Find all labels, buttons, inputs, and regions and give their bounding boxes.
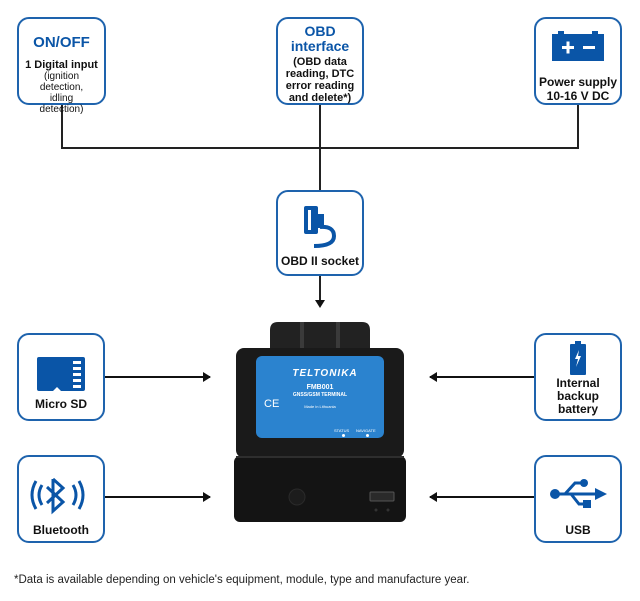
led-status-label: STATUS [334, 428, 350, 433]
connector-socket-to-device [319, 276, 321, 302]
led-status-icon [342, 434, 345, 437]
obd-interface-detail: (OBD data reading, DTC error reading and… [285, 56, 355, 104]
connector-obd-interface [319, 104, 321, 149]
led-navigate-label: NAVIGATE [356, 428, 376, 433]
obd-interface-title-2: interface [290, 38, 350, 54]
micro-sd-box: Micro SD [17, 333, 105, 421]
device-model: FMB001 [306, 384, 334, 391]
device-made-in: Made in Lithuania [304, 404, 336, 409]
device-brand: TELTONIKA [292, 368, 358, 379]
power-supply-label-1: Power supply [538, 75, 618, 89]
arrow-bluetooth-to-device [105, 492, 211, 502]
backup-battery-box: Internal backup battery [534, 333, 622, 421]
arrow-device-to-backup-battery [429, 372, 534, 382]
device-subtitle: GNSS/GSM TERMINAL [292, 392, 348, 398]
obd-socket-box: OBD II socket [276, 190, 364, 276]
obd-socket-label: OBD II socket [280, 254, 360, 268]
usb-label: USB [565, 523, 591, 537]
micro-sd-label: Micro SD [34, 397, 87, 411]
power-supply-box: Power supply 10-16 V DC [534, 17, 622, 105]
arrow-device-to-usb [429, 492, 534, 502]
led-navigate-icon [366, 434, 369, 437]
obd-interface-box: OBD interface (OBD data reading, DTC err… [276, 17, 364, 105]
battery-icon [570, 341, 586, 375]
onoff-subtitle: 1 Digital input [25, 59, 98, 71]
backup-battery-label-1: Internal [556, 376, 600, 390]
micro-sd-icon [37, 357, 85, 391]
bluetooth-icon [29, 475, 93, 515]
ce-mark: CE [264, 398, 280, 410]
usb-icon [549, 479, 607, 509]
backup-battery-label-2: backup [556, 389, 599, 403]
fmb001-device [234, 322, 406, 522]
bluetooth-label: Bluetooth [33, 523, 89, 537]
backup-battery-label-3: battery [557, 402, 598, 416]
footnote: *Data is available depending on vehicle'… [14, 574, 470, 586]
car-battery-icon [552, 31, 604, 61]
usb-box: USB [534, 455, 622, 543]
onoff-title: ON/OFF [33, 34, 90, 51]
power-supply-label-2: 10-16 V DC [546, 89, 610, 103]
arrow-micro-sd-to-device [105, 372, 211, 382]
onoff-box: ON/OFF 1 Digital input (ignition detecti… [17, 17, 106, 115]
device-image: TELTONIKA FMB001 GNSS/GSM TERMINAL CE Ma… [232, 318, 408, 524]
connector-onoff [61, 104, 63, 149]
arrow-down-icon [315, 300, 325, 308]
bluetooth-box: Bluetooth [17, 455, 105, 543]
obd-interface-title-1: OBD [304, 23, 336, 39]
onoff-detail: (ignition detection, idling detection) [39, 71, 84, 115]
connector-power [577, 104, 579, 149]
connector-bus-to-socket [319, 147, 321, 190]
obd-connector-icon [300, 204, 340, 248]
